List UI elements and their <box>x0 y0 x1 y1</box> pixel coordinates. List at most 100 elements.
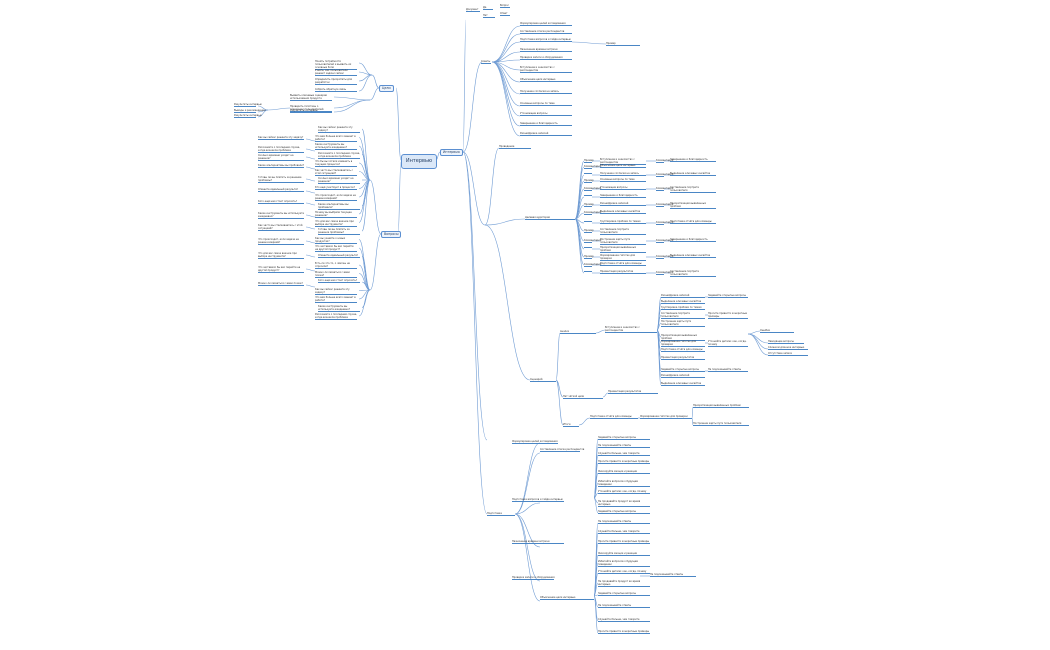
left-node[interactable]: Понять потребности пользователей и выяви… <box>315 60 357 70</box>
right-node[interactable]: Приоритизация выявленных проблем <box>600 246 646 253</box>
left-node[interactable]: Готовы ли вы платить за решение проблемы… <box>318 228 360 235</box>
right-node[interactable]: Уточняющие вопросы <box>600 186 646 190</box>
right-node[interactable]: Назначение времени встречи <box>520 48 572 52</box>
left-node[interactable]: Какие инструменты вы используете ежеднев… <box>258 212 304 219</box>
right-node[interactable]: Просите привести конкретные примеры <box>708 312 748 319</box>
left-node[interactable]: Какие альтернативы вы пробовали? <box>258 164 304 168</box>
right-node[interactable]: Комментарий <box>584 239 602 243</box>
right-node[interactable]: Формирование гипотез для проверки <box>661 340 705 347</box>
left-node[interactable]: Какие инструменты вы используете ежеднев… <box>315 143 357 150</box>
right-node[interactable]: Просите привести конкретные примеры <box>598 630 650 634</box>
left-node[interactable]: Сколько времени уходит на решение? <box>318 177 360 184</box>
branch-interview[interactable]: Интервью <box>440 149 463 156</box>
right-node[interactable]: Уточняйте детали: как, когда, почему <box>598 570 650 574</box>
right-node[interactable]: Советы <box>481 60 491 64</box>
branch-goals[interactable]: Цели <box>379 85 394 92</box>
right-node[interactable]: Подготовка отчёта для команды <box>670 220 716 224</box>
right-node[interactable]: Комментарий <box>584 165 602 169</box>
left-node[interactable]: Выводы и рекомендации <box>234 109 266 113</box>
right-node[interactable]: Вступление и знакомство с респондентом <box>600 158 646 165</box>
right-node[interactable]: Составление списка респондентов <box>540 448 585 452</box>
right-node[interactable]: Составление портрета пользователя <box>600 228 646 235</box>
right-node[interactable]: Вступление и знакомство с респондентом <box>605 326 657 333</box>
right-node[interactable]: Не подсказывайте ответы <box>598 444 650 448</box>
right-node[interactable]: Задавайте открытые вопросы <box>708 294 748 298</box>
left-node[interactable]: Как вы сейчас решаете эту задачу? <box>315 288 357 295</box>
right-node[interactable]: Слишком длинное интервью <box>768 346 808 350</box>
left-node[interactable]: Результаты интервью <box>234 103 262 107</box>
right-node[interactable]: Не продавайте продукт во время интервью <box>598 500 650 507</box>
left-node[interactable]: Что происходит, если задача не решена во… <box>258 238 304 245</box>
right-node[interactable]: Выделение ключевых инсайтов <box>600 210 646 214</box>
right-node[interactable]: Наводящие вопросы <box>768 340 804 344</box>
left-node[interactable]: Как вы сейчас решаете эту задачу? <box>258 136 304 140</box>
left-node[interactable]: Определить приоритеты для разработки <box>315 78 357 85</box>
left-node[interactable]: Собрать обратную связь <box>315 88 357 92</box>
right-node[interactable] <box>584 195 592 196</box>
right-node[interactable]: Получение согласия на запись <box>520 90 572 94</box>
right-node[interactable]: Задавайте открытые вопросы <box>598 436 650 440</box>
right-node[interactable]: Нет чёткой цели <box>563 395 603 399</box>
right-node[interactable] <box>584 173 592 174</box>
right-node[interactable]: Основные вопросы по теме <box>520 102 572 106</box>
right-node[interactable]: Презентация результатов <box>608 390 658 394</box>
left-node[interactable]: Результаты интервью <box>234 114 262 118</box>
right-node[interactable]: Отсутствие записи <box>768 352 808 356</box>
right-node[interactable]: Слушайте больше, чем говорите <box>598 452 650 456</box>
right-node[interactable]: Задавайте открытые вопросы <box>598 592 650 596</box>
right-node[interactable]: Приоритизация выявленных проблем <box>693 404 749 408</box>
root-topic[interactable]: Интервью <box>401 154 437 169</box>
right-node[interactable]: Избегайте вопросов о будущем поведении <box>598 480 650 487</box>
right-node[interactable]: Нет <box>483 14 495 18</box>
right-node[interactable]: Подготовка отчёта для команды <box>661 348 705 352</box>
right-node[interactable]: Сценарий <box>530 378 556 382</box>
right-node[interactable]: Избегайте вопросов о будущем поведении <box>598 560 650 567</box>
right-node[interactable]: Пример <box>584 229 594 233</box>
right-node[interactable]: Фиксируйте эмоции и реакции <box>598 552 650 556</box>
right-node[interactable]: Основные вопросы по теме <box>600 178 646 182</box>
right-node[interactable]: Фиксируйте эмоции и реакции <box>598 470 650 474</box>
right-node[interactable]: Итоги <box>563 423 579 427</box>
right-node[interactable]: Ошибки <box>760 329 794 333</box>
right-node[interactable]: Подготовка отчёта для команды <box>590 415 638 419</box>
right-node[interactable]: Выделение ключевых инсайтов <box>661 382 705 386</box>
left-node[interactable]: Как часто вы сталкиваетесь с этой ситуац… <box>258 224 304 231</box>
right-node[interactable]: Составление портрета пользователя <box>661 312 705 319</box>
right-node[interactable]: Пример <box>584 179 594 183</box>
right-node[interactable]: Составление портрета пользователя <box>670 186 716 193</box>
right-node[interactable]: Завершение и благодарность <box>670 158 716 162</box>
branch-questions[interactable]: Вопросы <box>381 231 402 238</box>
right-node[interactable]: Пример <box>584 203 594 207</box>
right-node[interactable]: Получение согласия на запись <box>600 172 646 176</box>
right-node[interactable]: Формулировка целей исследования <box>520 22 572 26</box>
right-node[interactable]: Построение карты пути пользователя <box>600 238 646 245</box>
left-node[interactable]: Какие альтернативы вы пробовали? <box>318 203 360 210</box>
right-node[interactable]: Уточняйте детали: как, когда, почему <box>708 340 748 347</box>
right-node[interactable]: Группировка проблем по темам <box>661 306 705 310</box>
right-node[interactable]: Комментарий <box>656 239 674 243</box>
left-node[interactable]: Опишите идеальный результат <box>318 253 360 258</box>
right-node[interactable]: Подготовка <box>487 512 515 516</box>
right-node[interactable]: Приоритизация выявленных проблем <box>661 334 705 341</box>
right-node[interactable]: Приоритизация выявленных проблем <box>670 202 716 209</box>
right-node[interactable]: Анализ <box>560 330 596 334</box>
right-node[interactable]: Комментарий <box>656 159 674 163</box>
right-node[interactable]: Не подсказывайте ответы <box>598 604 650 608</box>
left-node[interactable]: Как часто вы сталкиваетесь с этой ситуац… <box>315 169 357 176</box>
right-node[interactable]: Да <box>483 6 493 10</box>
right-node[interactable]: Комментарий <box>584 211 602 215</box>
right-node[interactable]: Комментарий <box>656 187 674 191</box>
right-node[interactable]: Слушайте больше, чем говорите <box>598 530 650 534</box>
right-node[interactable] <box>584 247 592 248</box>
right-node[interactable]: Построение карты пути пользователя <box>661 320 705 327</box>
right-node[interactable]: Уточняйте детали: как, когда, почему <box>598 490 650 494</box>
right-node[interactable]: Просите привести конкретные примеры <box>598 460 650 464</box>
right-node[interactable]: Выделение ключевых инсайтов <box>661 300 705 304</box>
right-node[interactable]: Комментарий <box>656 255 674 259</box>
right-node[interactable]: Задавайте открытые вопросы <box>661 368 705 372</box>
right-node[interactable]: Вопрос <box>500 4 510 8</box>
right-node[interactable] <box>584 221 592 222</box>
right-node[interactable]: Целевая аудитория <box>525 216 575 220</box>
left-node[interactable]: Опишите идеальный результат <box>258 188 304 192</box>
right-node[interactable]: Комментарий <box>584 187 602 191</box>
